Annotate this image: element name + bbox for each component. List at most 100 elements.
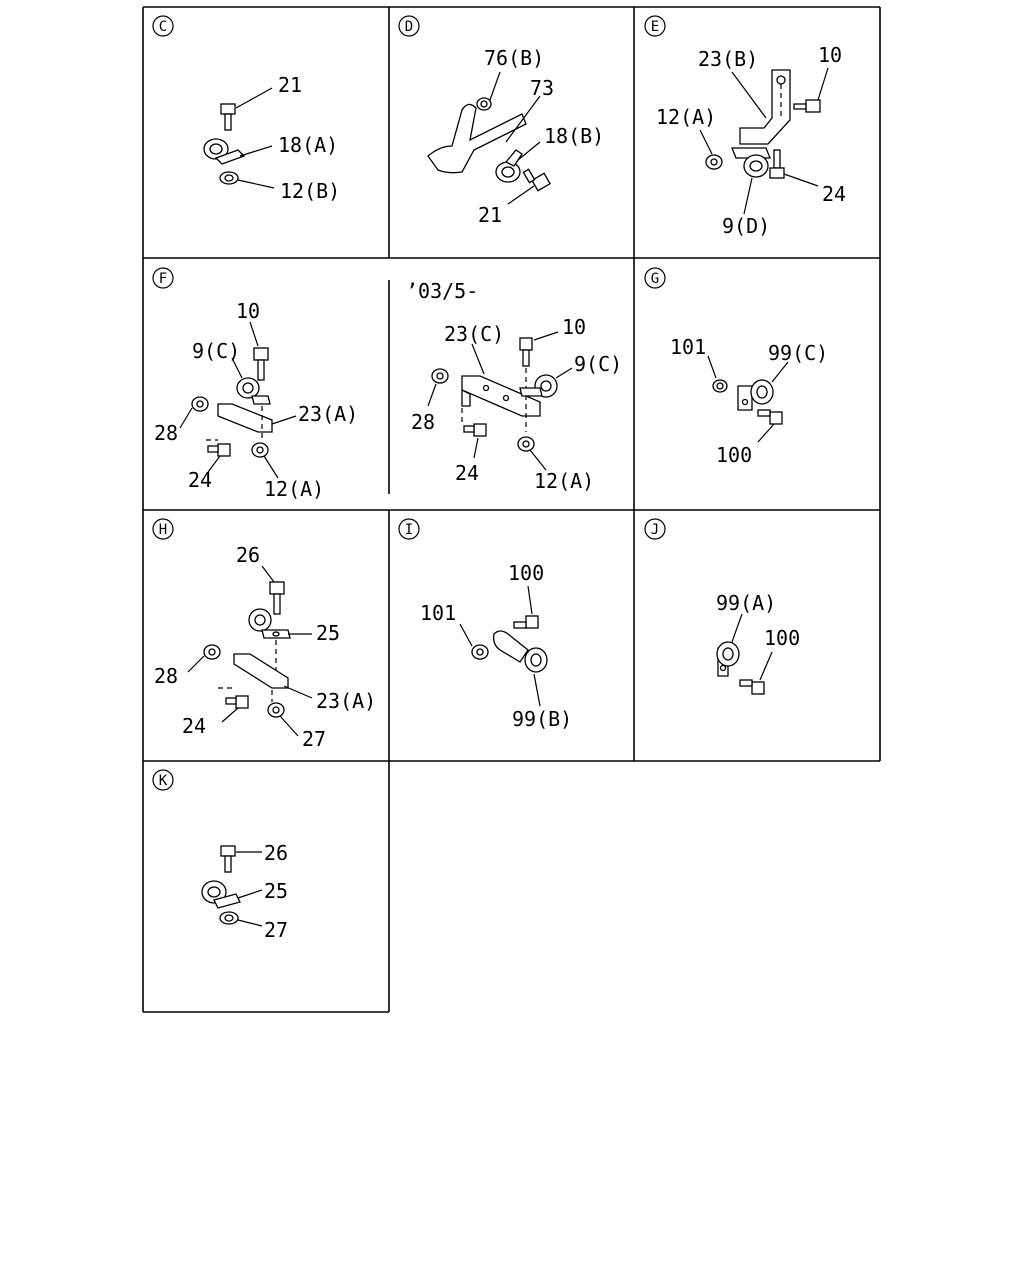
- clip-icon: [203, 138, 246, 165]
- label-100: 100: [716, 443, 752, 467]
- clip-icon: [737, 379, 774, 411]
- bracket-icon: [427, 103, 527, 174]
- label-24: 24: [182, 714, 206, 738]
- clip-icon: [201, 880, 241, 909]
- panel-e: E 23(B) 10 12(A): [644, 15, 846, 238]
- bracket-icon: [739, 69, 791, 145]
- grid-frame: [142, 6, 881, 1013]
- panel-k: K 26 25 27: [152, 769, 288, 942]
- label-100: 100: [764, 626, 800, 650]
- label-25: 25: [316, 621, 340, 645]
- clip-icon: [519, 374, 558, 398]
- label-25: 25: [264, 879, 288, 903]
- bolt-icon: [757, 409, 783, 425]
- label-26: 26: [236, 543, 260, 567]
- label-23c: 23(C): [444, 322, 504, 346]
- bracket-icon: [233, 653, 289, 689]
- panel-letter-j: J: [651, 522, 659, 538]
- label-23a: 23(A): [298, 402, 358, 426]
- label-10: 10: [236, 299, 260, 323]
- label-21: 21: [278, 73, 302, 97]
- panel-letter-c: C: [159, 19, 167, 35]
- bolt-icon: [522, 168, 551, 192]
- label-12b: 12(B): [280, 179, 340, 203]
- variant-note: ’03/5-: [406, 279, 478, 303]
- panel-h: H: [152, 518, 376, 751]
- bolt-icon: [463, 423, 487, 437]
- nut-icon: [705, 154, 723, 170]
- panel-i: I 100 101 99(B): [398, 518, 572, 731]
- panel-g: G 101 99(C) 100: [644, 267, 828, 467]
- bolt-icon: [513, 615, 539, 629]
- bolt-icon: [207, 443, 231, 457]
- panel-letter-f: F: [159, 271, 167, 287]
- clip-icon: [731, 147, 771, 178]
- nut-icon: [471, 644, 489, 660]
- panel-letter-e: E: [651, 19, 659, 35]
- panel-letter-k: K: [159, 773, 168, 789]
- label-28: 28: [154, 664, 178, 688]
- bolt-icon: [793, 99, 821, 113]
- label-12a: 12(A): [656, 105, 716, 129]
- label-73: 73: [530, 76, 554, 100]
- label-12a: 12(A): [264, 477, 324, 501]
- bolt-icon: [769, 149, 785, 179]
- label-99b: 99(B): [512, 707, 572, 731]
- label-10: 10: [562, 315, 586, 339]
- bracket-icon: [217, 403, 273, 433]
- label-23b: 23(B): [698, 47, 758, 71]
- panel-c: C 21 18(A) 12(B): [152, 15, 340, 203]
- clip-icon: [716, 641, 740, 677]
- label-9c: 9(C): [192, 339, 240, 363]
- clip-icon: [492, 630, 548, 673]
- label-28: 28: [411, 410, 435, 434]
- clip-icon: [495, 149, 523, 183]
- bolt-icon: [519, 337, 533, 367]
- washer-icon: [476, 97, 492, 111]
- label-99a: 99(A): [716, 591, 776, 615]
- panel-letter-i: I: [405, 522, 413, 538]
- label-27: 27: [264, 918, 288, 942]
- washer-icon: [191, 396, 209, 412]
- label-99c: 99(C): [768, 341, 828, 365]
- bolt-icon: [220, 103, 236, 131]
- label-23a: 23(A): [316, 689, 376, 713]
- label-26: 26: [264, 841, 288, 865]
- label-9d: 9(D): [722, 214, 770, 238]
- label-100: 100: [508, 561, 544, 585]
- label-27: 27: [302, 727, 326, 751]
- clip-icon: [236, 377, 271, 405]
- clip-icon: [248, 608, 291, 639]
- bolt-icon: [225, 695, 249, 709]
- panel-f-variant: ’03/5-: [406, 279, 622, 493]
- bolt-icon: [220, 845, 236, 873]
- nut-icon: [219, 171, 239, 185]
- label-101: 101: [420, 601, 456, 625]
- label-18b: 18(B): [544, 124, 604, 148]
- bolt-icon: [269, 581, 285, 615]
- label-76b: 76(B): [484, 46, 544, 70]
- label-9c: 9(C): [574, 352, 622, 376]
- label-24: 24: [188, 468, 212, 492]
- washer-icon: [203, 644, 221, 660]
- label-24: 24: [822, 182, 846, 206]
- bolt-icon: [739, 679, 765, 695]
- bolt-icon: [253, 347, 269, 381]
- panel-letter-h: H: [159, 522, 167, 538]
- nut-icon: [267, 702, 285, 718]
- panel-f: F: [152, 267, 358, 501]
- nut-icon: [517, 436, 535, 452]
- washer-icon: [431, 368, 449, 384]
- nut-icon: [219, 911, 239, 925]
- label-18a: 18(A): [278, 133, 338, 157]
- nut-icon: [251, 442, 269, 458]
- label-10: 10: [818, 43, 842, 67]
- label-101: 101: [670, 335, 706, 359]
- panel-letter-d: D: [405, 19, 413, 35]
- label-24: 24: [455, 461, 479, 485]
- panel-j: J 99(A) 100: [644, 518, 800, 695]
- panel-d: D 76(B) 73 18(B) 21: [398, 15, 604, 227]
- washer-icon: [712, 379, 728, 393]
- label-12a: 12(A): [534, 469, 594, 493]
